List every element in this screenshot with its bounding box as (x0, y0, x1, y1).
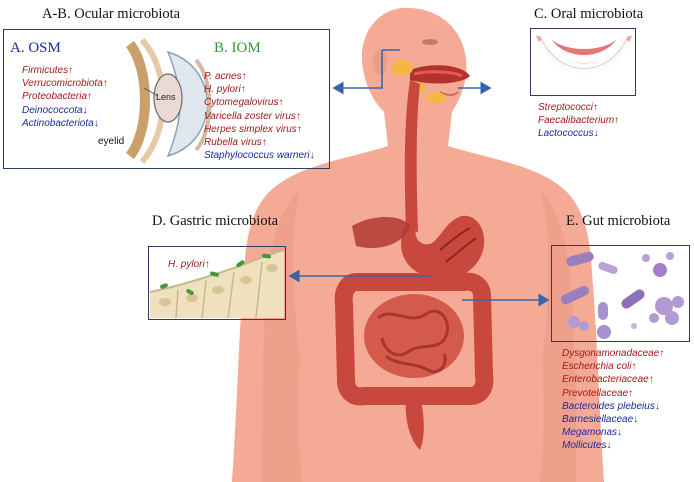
decrease-arrow-icon: ↓ (593, 128, 599, 140)
taxon-entry: Bacteroides plebeius↓ (562, 400, 664, 413)
taxon-entry: Escherichia coli↑ (562, 360, 664, 373)
taxon-entry: Mollicutes↓ (562, 439, 664, 452)
eye-illustration (125, 37, 212, 164)
teeth-illustration (536, 36, 632, 74)
taxon-name: Megamonas (562, 427, 618, 439)
gut-panel-title: E. Gut microbiota (566, 213, 671, 229)
taxon-name: Herpes simplex virus (204, 123, 297, 135)
lens-label: Lens (156, 92, 176, 102)
increase-arrow-icon: ↑ (102, 78, 108, 90)
taxon-entry: Barnesiellaceae↓ (562, 413, 664, 426)
taxon-entry: H. pylori↑ (204, 83, 315, 96)
taxon-name: Streptococci (538, 102, 594, 113)
gut-taxa-list: Dysgonamonadaceae↑Escherichia coli↑Enter… (562, 347, 664, 453)
oral-panel-box (530, 28, 636, 96)
taxon-name: H. pylori (168, 259, 205, 270)
increase-arrow-icon: ↑ (87, 91, 93, 103)
oral-taxa-list: Streptococci↑Faecalibacterium↑Lactococcu… (538, 101, 619, 141)
increase-arrow-icon: ↑ (648, 374, 654, 386)
taxon-name: Actinobacteriota (22, 117, 94, 129)
increase-arrow-icon: ↑ (659, 348, 665, 359)
decrease-arrow-icon: ↓ (606, 440, 612, 452)
taxon-name: Cytomegalovirus (204, 97, 279, 109)
gastric-epithelium-illustration (149, 249, 285, 319)
taxon-entry: P. acnes↑ (204, 70, 315, 83)
taxon-entry: Streptococci↑ (538, 101, 619, 114)
taxon-name: H. pylori (204, 84, 241, 96)
ocular-connector-arrow (332, 50, 383, 95)
decrease-arrow-icon: ↓ (82, 104, 88, 116)
taxon-entry: Herpes simplex virus↑ (204, 123, 315, 136)
eyelid-label: eyelid (98, 136, 125, 147)
taxon-entry: Rubella virus↑ (204, 136, 315, 149)
increase-arrow-icon: ↑ (296, 123, 302, 135)
decrease-arrow-icon: ↓ (309, 150, 315, 162)
decrease-arrow-icon: ↓ (93, 117, 99, 129)
taxon-entry: Varicella zoster virus↑ (204, 110, 315, 123)
osm-label: A. OSM (10, 40, 61, 56)
taxon-name: Escherichia coli (562, 361, 632, 373)
taxon-name: Prevotellaceae (562, 387, 629, 399)
taxon-entry: Megamonas↓ (562, 426, 664, 439)
gastric-panel-title: D. Gastric microbiota (152, 213, 279, 229)
taxon-entry: Firmicutes↑ (22, 64, 108, 77)
taxon-entry: H. pylori↑ (168, 258, 210, 271)
taxon-name: Dysgonamonadaceae (562, 348, 660, 359)
digestive-tract (334, 60, 494, 450)
taxon-name: Rubella virus (204, 137, 262, 149)
taxon-name: Firmicutes (22, 65, 69, 76)
increase-arrow-icon: ↑ (261, 137, 267, 149)
gut-bacteria-illustration (560, 251, 684, 339)
increase-arrow-icon: ↑ (593, 102, 599, 113)
increase-arrow-icon: ↑ (628, 387, 634, 399)
decrease-arrow-icon: ↓ (633, 414, 639, 426)
osm-taxa-list: Firmicutes↑Verrucomicrobiota↑Proteobacte… (22, 64, 108, 130)
taxon-name: Barnesiellaceae (562, 414, 634, 426)
ocular-panel-title: A-B. Ocular microbiota (42, 6, 181, 22)
taxon-entry: Faecalibacterium↑ (538, 114, 619, 127)
taxon-entry: Staphylococcus warneri↓ (204, 149, 315, 162)
increase-arrow-icon: ↑ (204, 259, 210, 270)
gastric-taxa-list: H. pylori↑ (168, 258, 210, 271)
taxon-name: P. acnes (204, 71, 242, 82)
taxon-entry: Dysgonamonadaceae↑ (562, 347, 664, 360)
taxon-name: Faecalibacterium (538, 115, 615, 127)
taxon-name: Staphylococcus warneri (204, 150, 310, 162)
taxon-name: Bacteroides plebeius (562, 400, 655, 412)
taxon-name: Proteobacteria (22, 91, 88, 103)
increase-arrow-icon: ↑ (278, 97, 284, 109)
gastric-panel-box (148, 246, 286, 320)
oral-panel-title: C. Oral microbiota (534, 6, 644, 22)
taxon-entry: Proteobacteria↑ (22, 90, 108, 103)
connector-arrows (288, 49, 550, 307)
taxon-name: Deinococcota (22, 104, 83, 116)
taxon-entry: Actinobacteriota↓ (22, 117, 108, 130)
increase-arrow-icon: ↑ (295, 110, 301, 122)
increase-arrow-icon: ↑ (240, 84, 246, 96)
taxon-name: Enterobacteriaceae (562, 374, 649, 386)
taxon-name: Lactococcus (538, 128, 594, 140)
taxon-entry: Verrucomicrobiota↑ (22, 77, 108, 90)
increase-arrow-icon: ↑ (241, 71, 247, 82)
iom-label: B. IOM (214, 40, 261, 56)
taxon-entry: Cytomegalovirus↑ (204, 96, 315, 109)
iom-taxa-list: P. acnes↑H. pylori↑Cytomegalovirus↑Varic… (204, 70, 315, 162)
taxon-entry: Prevotellaceae↑ (562, 387, 664, 400)
increase-arrow-icon: ↑ (631, 361, 637, 373)
gut-panel-box (551, 245, 690, 342)
taxon-name: Verrucomicrobiota (22, 78, 103, 90)
taxon-name: Mollicutes (562, 440, 607, 452)
increase-arrow-icon: ↑ (614, 115, 620, 127)
decrease-arrow-icon: ↓ (654, 400, 660, 412)
decrease-arrow-icon: ↓ (617, 427, 623, 439)
increase-arrow-icon: ↑ (68, 65, 74, 76)
taxon-entry: Lactococcus↓ (538, 127, 619, 140)
taxon-entry: Deinococcota↓ (22, 104, 108, 117)
ocular-panel-box (3, 29, 330, 169)
taxon-name: Varicella zoster virus (204, 110, 296, 122)
taxon-entry: Enterobacteriaceae↑ (562, 373, 664, 386)
